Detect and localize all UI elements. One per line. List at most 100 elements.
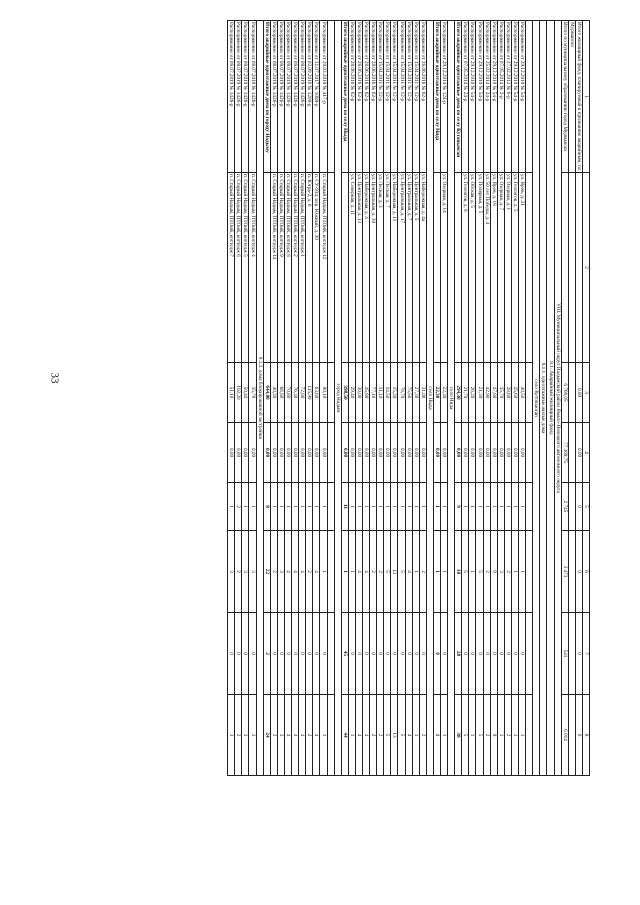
table-cell: 1: [412, 694, 420, 776]
table-cell: 398,50: [341, 362, 349, 423]
table-cell: [454, 172, 462, 363]
table-cell: 0: [405, 612, 413, 695]
table-row: Итого жилищный фонд, планируемый к призн…: [575, 20, 583, 776]
table-cell: 1: [504, 482, 512, 531]
table-cell: 0: [312, 612, 320, 695]
table-cell: 4: [355, 694, 363, 776]
table-cell: 0,00: [390, 422, 398, 483]
table-cell: 1: [419, 482, 427, 531]
table-cell: 102,20: [234, 362, 242, 423]
table-cell: Распоряжение от 29.12.2014 № 124-р: [440, 20, 448, 173]
table-cell: 0: [291, 612, 299, 695]
table-cell: 0: [419, 612, 427, 695]
empty-cell: [525, 422, 533, 483]
table-cell: ул. Озерная, д. 7: [497, 172, 505, 363]
table-cell: 2: [504, 530, 512, 613]
table-cell: 72,80: [298, 362, 306, 423]
table-row: Итого по муниципальному образованию горо…: [561, 20, 569, 776]
table-cell: п. Старый Надым, ПТОиК, коттедж 2: [291, 172, 299, 363]
table-cell: Распоряжение от 28.06.2016 № 62-р: [369, 20, 377, 173]
table-cell: Мурманско: [568, 20, 576, 173]
table-cell: 28,60: [504, 362, 512, 423]
table-cell: ул. 50 лет Победы, д. 4: [483, 172, 491, 363]
table-cell: 1: [405, 482, 413, 531]
table-cell: 2: [369, 530, 377, 613]
table-cell: 4: [405, 694, 413, 776]
table-cell: ул. Обская, д. 5: [468, 172, 476, 363]
table-cell: 0: [575, 530, 583, 613]
table-cell: 0: [433, 612, 441, 695]
table-cell: 0,00: [575, 362, 583, 423]
section-title-row-cell: VIII. Муниципальный округ Надымский райо…: [554, 20, 562, 776]
table-cell: 13: [390, 530, 398, 613]
table-cell: 4: [362, 530, 370, 613]
table-cell: 0,00: [249, 422, 257, 483]
table-cell: ул. Яров, д. 21: [518, 172, 526, 363]
table-cell: 3: [241, 694, 249, 776]
table-cell: 30,00: [355, 362, 363, 423]
table-cell: 77 369,75: [561, 422, 569, 483]
table-cell: 0: [483, 612, 491, 695]
table-cell: Распоряжение от 08.07.2019 № 1426-р: [298, 20, 306, 173]
table-cell: Распоряжение от 29.12.2010 № 54-р: [518, 20, 526, 173]
table-cell: ул. Геологов, д. 5: [511, 172, 519, 363]
table-cell: ул. Геологов, д. 8: [461, 172, 469, 363]
table-cell: ул. Озерная, д. 1: [504, 172, 512, 363]
subsection-row: 8.1.1. одноэтажные жилые дома: [539, 20, 547, 776]
table-cell: 0: [348, 612, 356, 695]
table-cell: 1: [440, 482, 448, 531]
table-cell: 6 014: [561, 694, 569, 776]
table-cell: 0,00: [291, 422, 299, 483]
table-cell: 3: [277, 530, 285, 613]
table-cell: 0: [575, 482, 583, 531]
table-cell: 11: [341, 482, 349, 531]
table-cell: 0: [476, 612, 484, 695]
empty-cell: [327, 694, 335, 776]
table-cell: Распоряжение от 15.04.2011 № 12-р: [383, 20, 391, 173]
table-cell: 2: [483, 530, 491, 613]
table-cell: 644,00: [263, 362, 271, 423]
table-cell: 9: [490, 530, 498, 613]
table-cell: 0: [319, 612, 328, 695]
table-cell: 77,10: [369, 362, 377, 423]
table-cell: [575, 172, 583, 363]
table-cell: 1: [319, 530, 328, 613]
table-cell: 4: [312, 530, 320, 613]
table-cell: 0: [497, 612, 505, 695]
table-cell: Распоряжение от 29.12.2010 № 54-р: [476, 20, 484, 173]
table-cell: 4: [298, 694, 306, 776]
table-cell: 3: [497, 694, 505, 776]
header-cell: 5: [582, 482, 590, 531]
table-cell: 38: [454, 694, 462, 776]
header-cell: 8: [582, 694, 590, 776]
table-cell: Распоряжение от 07.05.2014 № 2-р: [497, 20, 505, 173]
table-cell: 1: [440, 530, 448, 613]
table-cell: 22,30: [440, 362, 448, 423]
table-cell: Итого аварийные одноэтажные дома по горо…: [263, 20, 271, 173]
table-cell: Распоряжение от 27.02.2012 № 6-р: [504, 20, 512, 173]
table-cell: 1: [461, 482, 469, 531]
empty-cell: [327, 612, 335, 695]
table-cell: 0,00: [362, 422, 370, 483]
table-cell: 0,00: [355, 422, 363, 483]
table-cell: 0,00: [497, 422, 505, 483]
table-cell: 0: [362, 612, 370, 695]
table-cell: 1: [348, 482, 356, 531]
table-cell: 0,00: [341, 422, 349, 483]
table-cell: 1: [369, 482, 377, 531]
table-cell: 0,00: [263, 422, 271, 483]
table-cell: Распоряжение от 20.03.2018 № 417-р: [319, 20, 328, 173]
table-cell: 76,70: [397, 362, 406, 423]
table-cell: Распоряжение от 15.04.2011 № 12-р: [397, 20, 406, 173]
table-cell: ул. Полярная, д. 5: [476, 172, 484, 363]
